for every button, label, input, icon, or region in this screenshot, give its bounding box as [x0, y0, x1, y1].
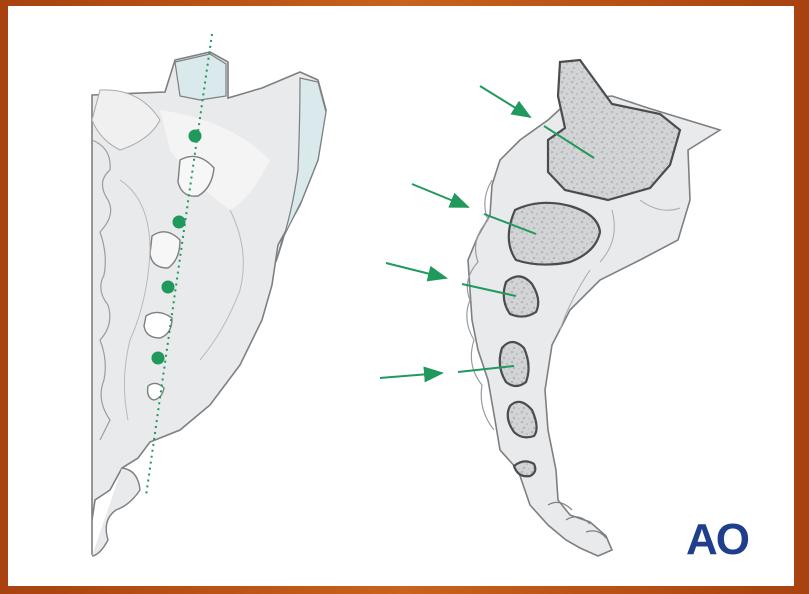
arrow-s1 [480, 86, 530, 117]
arrow-s4 [380, 373, 442, 378]
guide-point-1 [189, 130, 202, 143]
guide-point-3 [162, 281, 175, 294]
guide-point-4 [152, 352, 165, 365]
arrow-s2 [412, 184, 468, 207]
cross-section-s4 [500, 342, 529, 386]
superior-articular-process [175, 54, 226, 100]
cross-section-co [514, 461, 535, 476]
ao-logo: AO [686, 518, 748, 562]
arrow-s3 [386, 263, 446, 278]
posterior-sacrum-view [92, 34, 326, 556]
guide-point-2 [173, 216, 186, 229]
lateral-sacrum-view [380, 60, 720, 556]
